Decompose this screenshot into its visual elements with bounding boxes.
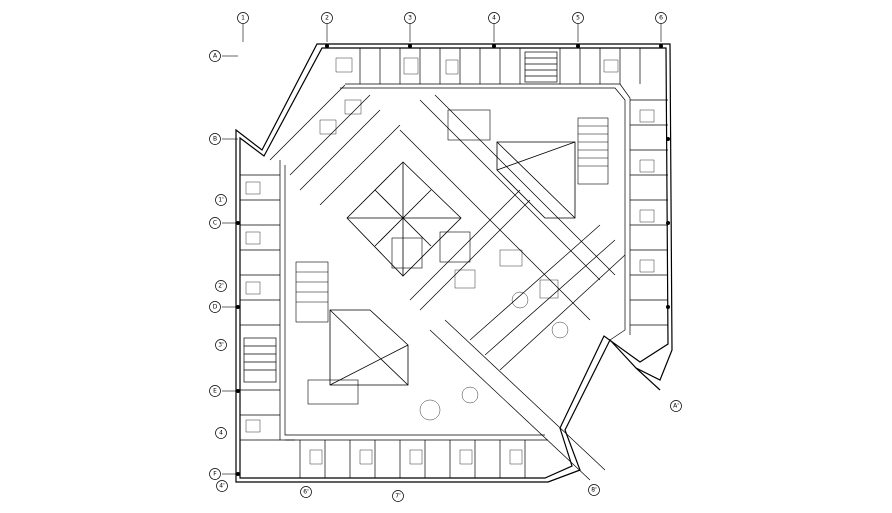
building-outline	[235, 43, 673, 483]
grid-label-top: 6	[659, 15, 663, 22]
grid-label-right: A'	[673, 403, 679, 410]
grid-label-left: 4	[219, 430, 223, 437]
grid-label-bottom: 8'	[591, 487, 597, 494]
grid-label-left: B	[213, 136, 217, 143]
grid-label-left: 3'	[218, 342, 224, 349]
grid-bubble-left-B	[209, 133, 221, 145]
grid-bubble-left-3p	[215, 339, 227, 351]
grid-label-top: 1	[241, 15, 245, 22]
perimeter-rooms	[240, 48, 668, 478]
grid-bubble-left-2p	[215, 280, 227, 292]
grid-label-left: C	[213, 220, 217, 227]
grid-bubble-left-D	[209, 301, 221, 313]
grid-bubble-left-4	[215, 427, 227, 439]
grid-bubble-left-F	[209, 468, 221, 480]
grid-label-top: 3	[408, 15, 412, 22]
grid-bubble-right-Ap	[670, 400, 682, 412]
grid-bubble-bottom-8p	[588, 484, 600, 496]
grid-bubble-left-4p	[216, 480, 228, 492]
grid-bubble-bottom-7p	[392, 490, 404, 502]
grid-label-top: 2	[325, 15, 329, 22]
fixture-detail	[245, 57, 655, 465]
grid-label-bottom: 7'	[395, 493, 401, 500]
grid-bubble-left-E	[209, 385, 221, 397]
grid-label-left: E	[213, 388, 217, 395]
diagonal-wings	[269, 84, 626, 481]
grid-bubble-bottom-6p	[300, 486, 312, 498]
grid-label-left: 2'	[218, 283, 224, 290]
grid-label-top: 4	[492, 15, 496, 22]
grid-bubble-top-5	[572, 12, 584, 24]
grid-bubble-left-C	[209, 217, 221, 229]
grid-label-top: 5	[576, 15, 580, 22]
grid-label-left: 4'	[219, 483, 225, 490]
grid-bubbles	[209, 12, 682, 502]
grid-label-left: A	[213, 53, 218, 60]
southwest-courtyard	[329, 309, 409, 386]
grid-label-left: D	[213, 304, 218, 311]
grid-label-bottom: 6'	[303, 489, 309, 496]
grid-bubble-left-1p	[215, 194, 227, 206]
courtyards	[329, 141, 576, 386]
grid-axes	[222, 24, 662, 475]
grid-bubble-top-4	[488, 12, 500, 24]
grid-bubble-top-1	[237, 12, 249, 24]
grid-bubble-labels: 1 2 3 4 5 6 A B 1' C 2' D 3' E 4 F 4' 6'…	[213, 15, 680, 500]
northeast-courtyard	[496, 141, 576, 219]
grid-bubble-left-A	[209, 50, 221, 62]
grid-bubble-top-2	[321, 12, 333, 24]
stair-cores	[295, 109, 609, 405]
grid-bubble-top-6	[655, 12, 667, 24]
grid-bubble-top-3	[404, 12, 416, 24]
columns	[236, 44, 670, 476]
grid-label-left: F	[213, 471, 217, 478]
grid-label-left: 1'	[218, 197, 224, 204]
